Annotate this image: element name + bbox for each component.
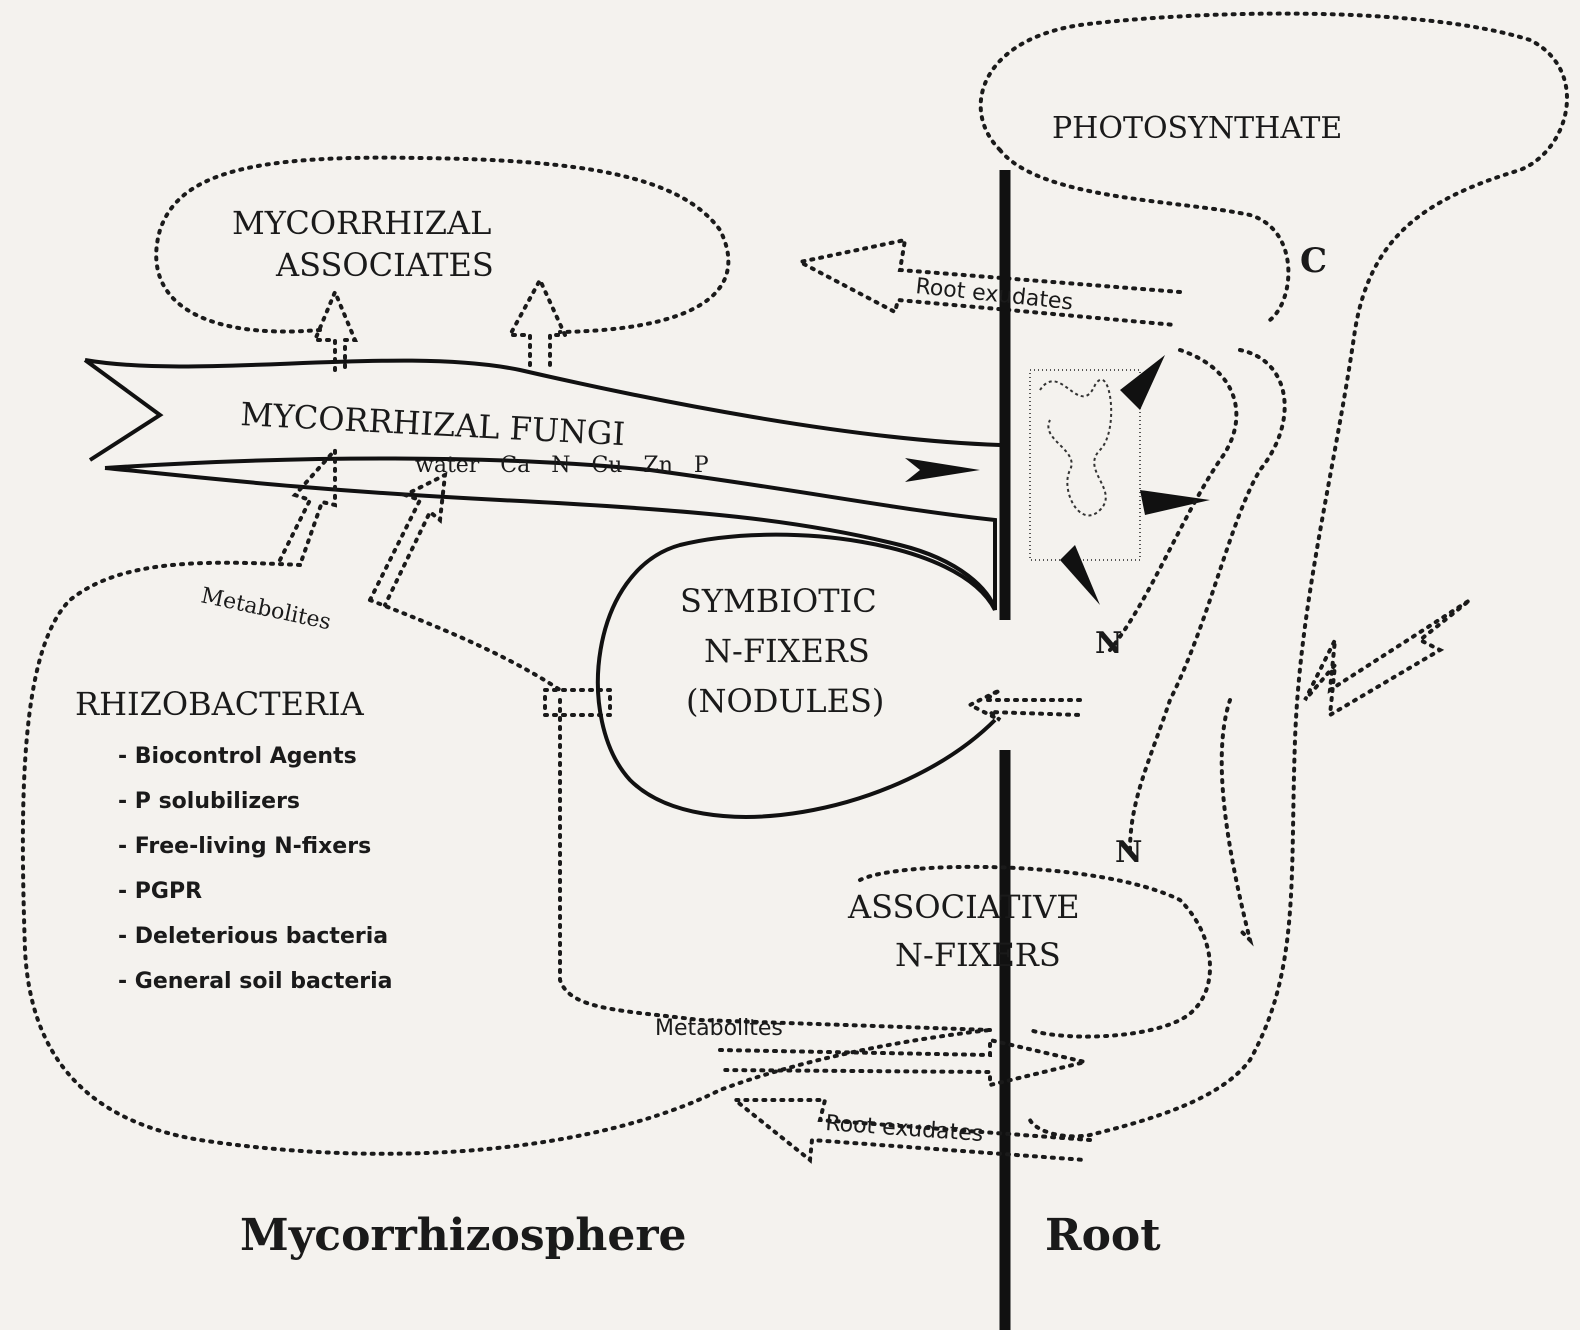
n-to-nodule-arrow [970, 690, 1080, 720]
arrowhead-s [1060, 545, 1100, 605]
nodule-outline [598, 535, 995, 817]
root-interior-box [1030, 370, 1140, 560]
mycorrhizal-associates-cloud [156, 158, 728, 332]
nitrogen-lower-label: N [1115, 835, 1142, 870]
rhizobacteria-item: - Biocontrol Agents [118, 744, 357, 769]
associative-label-line2: N-FIXERS [895, 936, 1061, 974]
root-interior-squiggle [1040, 380, 1111, 516]
rhizobacteria-item: - P solubilizers [118, 789, 300, 814]
mycorrhizosphere-label: Mycorrhizosphere [240, 1210, 687, 1261]
rhizobacteria-item: - Deleterious bacteria [118, 924, 388, 949]
metabolites-arrow-1 [280, 450, 335, 565]
mycorrhizal-fungi-hypha [85, 360, 1000, 610]
rhizobacteria-item: - Free-living N-fixers [118, 834, 371, 859]
mycorrhizal-associates-label-line1: MYCORRHIZAL [232, 204, 491, 242]
photosynthate-label: PHOTOSYNTHATE [1052, 111, 1342, 146]
nutrients-label: water Ca N Cu Zn P [415, 453, 709, 478]
lightning-arrow [1305, 600, 1470, 715]
symbiotic-label-line3: (NODULES) [686, 682, 884, 720]
nutrient-arrowhead [905, 458, 980, 482]
fungi-to-associates-arrow-2 [510, 280, 565, 365]
rhizobacteria-label: RHIZOBACTERIA [75, 685, 365, 723]
carbon-label: C [1300, 241, 1327, 281]
metabolites-bottom-arrow [720, 1040, 1085, 1085]
nitrogen-upper-label: N [1095, 626, 1122, 661]
metabolites-bottom-label: Metabolites [655, 1016, 783, 1041]
root-label: Root [1045, 1210, 1161, 1261]
root-exudates-top-label: Root exudates [914, 274, 1074, 315]
symbiotic-label-line1: SYMBIOTIC [680, 582, 877, 620]
arrowhead-ne [1120, 355, 1165, 410]
n-to-associative-arrow [1222, 700, 1250, 940]
rhizobacteria-item: - General soil bacteria [118, 969, 393, 994]
symbiotic-label-line2: N-FIXERS [704, 632, 870, 670]
rhizobacteria-item: - PGPR [118, 879, 202, 904]
mycorrhizal-associates-label-line2: ASSOCIATES [275, 246, 494, 284]
photosynthate-cloud [981, 14, 1567, 1137]
n-flow-loop-outer [1130, 350, 1285, 850]
associative-label-line1: ASSOCIATIVE [847, 888, 1080, 926]
metabolites-top-label: Metabolites [199, 583, 333, 635]
mycorrhizal-fungi-label: MYCORRHIZAL FUNGI [240, 395, 626, 453]
